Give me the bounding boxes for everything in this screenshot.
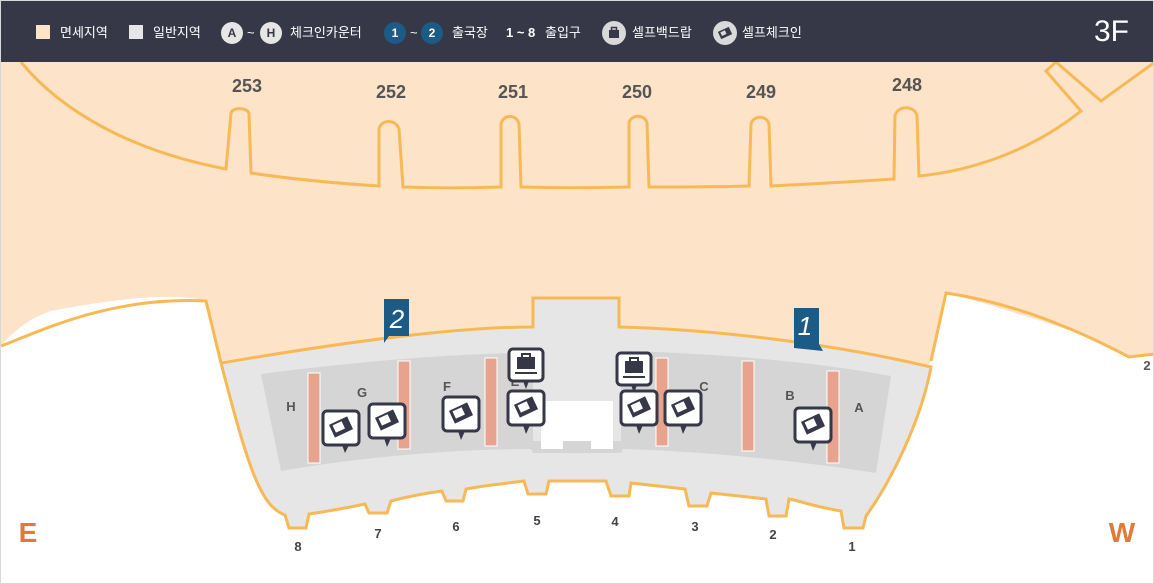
ticket-icon [670,396,696,418]
gate-label: 248 [892,75,922,95]
luggage-icon [602,21,626,45]
ticket-icon [448,402,474,424]
ticket-icon [513,396,539,418]
checkin-hall [261,351,891,473]
floor-indicator: 3F [1093,15,1129,48]
gate-label: 251 [498,82,528,102]
legend-self-bag-drop: 셀프백드랍 [632,25,692,40]
checkin-from-badge: A [221,22,243,44]
entrance-label: 6 [452,519,459,534]
edge-gate-label: 2 [1143,358,1150,373]
self-checkin-marker[interactable] [321,409,361,453]
gate-label: 250 [622,82,652,102]
self-checkin-marker[interactable] [506,389,546,434]
self-bag-drop-marker[interactable] [615,351,653,393]
legend-checkin: 체크인카운터 [290,25,362,40]
legend-tilde: ~ [247,25,255,40]
self-checkin-marker[interactable] [619,389,659,434]
legend-entrance: 출입구 [545,25,581,40]
legend-bar: 면세지역 일반지역 A ~ H 체크인카운터 1 ~ 2 출국장 1 ~ 8 출… [1,1,1153,62]
self-bag-drop-marker[interactable] [507,347,545,389]
duty-free-swatch [36,25,50,39]
counter-island-h [307,372,321,464]
counter-island-f-e [484,357,498,447]
center-core [541,401,613,449]
entrance-label: 5 [533,513,540,528]
entrance-label: 7 [374,526,381,541]
direction-west: W [1109,517,1136,548]
concourse-right-outline [929,291,1153,362]
self-checkin-marker[interactable] [441,395,481,440]
ticket-icon [800,413,826,435]
departure-marker-2[interactable]: 2 [384,299,409,343]
checkin-counter-label: F [443,379,451,394]
legend-self-checkin: 셀프체크인 [742,25,802,40]
checkin-counter-label: A [854,400,864,415]
checkin-counter-label: H [286,399,295,414]
entrance-label: 4 [611,514,619,529]
luggage-icon [623,357,645,378]
general-area-swatch [129,25,143,39]
checkin-counter-label: B [785,388,794,403]
counter-island-c-b [741,360,755,452]
ticket-icon [328,416,354,438]
checkin-to-badge: H [260,22,282,44]
ticket-icon [374,409,400,431]
ticket-icon [626,396,652,418]
legend-general-area: 일반지역 [153,25,201,40]
self-checkin-marker[interactable] [793,406,833,451]
entrance-label: 1 [848,539,855,554]
departure-from-badge: 1 [384,22,406,44]
legend-departure: 출국장 [452,25,488,40]
entrance-label: 3 [691,519,698,534]
legend-duty-free: 면세지역 [60,25,108,40]
gate-label: 253 [232,76,262,96]
luggage-icon [515,353,537,374]
direction-east: E [19,517,38,548]
entrance-label: 8 [294,539,301,554]
duty-free-area [1,62,1153,391]
departure-to-badge: 2 [421,22,443,44]
self-checkin-marker[interactable] [663,389,703,434]
entrance-label: 2 [769,527,776,542]
checkin-counter-label: C [699,379,709,394]
gate-label: 249 [746,82,776,102]
checkin-counter-label: G [357,385,367,400]
self-checkin-marker[interactable] [367,402,407,447]
concourse-lower-outline [1,299,223,364]
legend-entrance-range: 1 ~ 8 [506,25,536,40]
legend-tilde: ~ [410,25,418,40]
departure-number: 1 [798,311,812,341]
departure-number: 2 [389,304,405,334]
departure-marker-1[interactable]: 1 [794,308,823,351]
ticket-icon [713,21,737,45]
concourse-outline [19,59,1153,190]
gate-label: 252 [376,82,406,102]
